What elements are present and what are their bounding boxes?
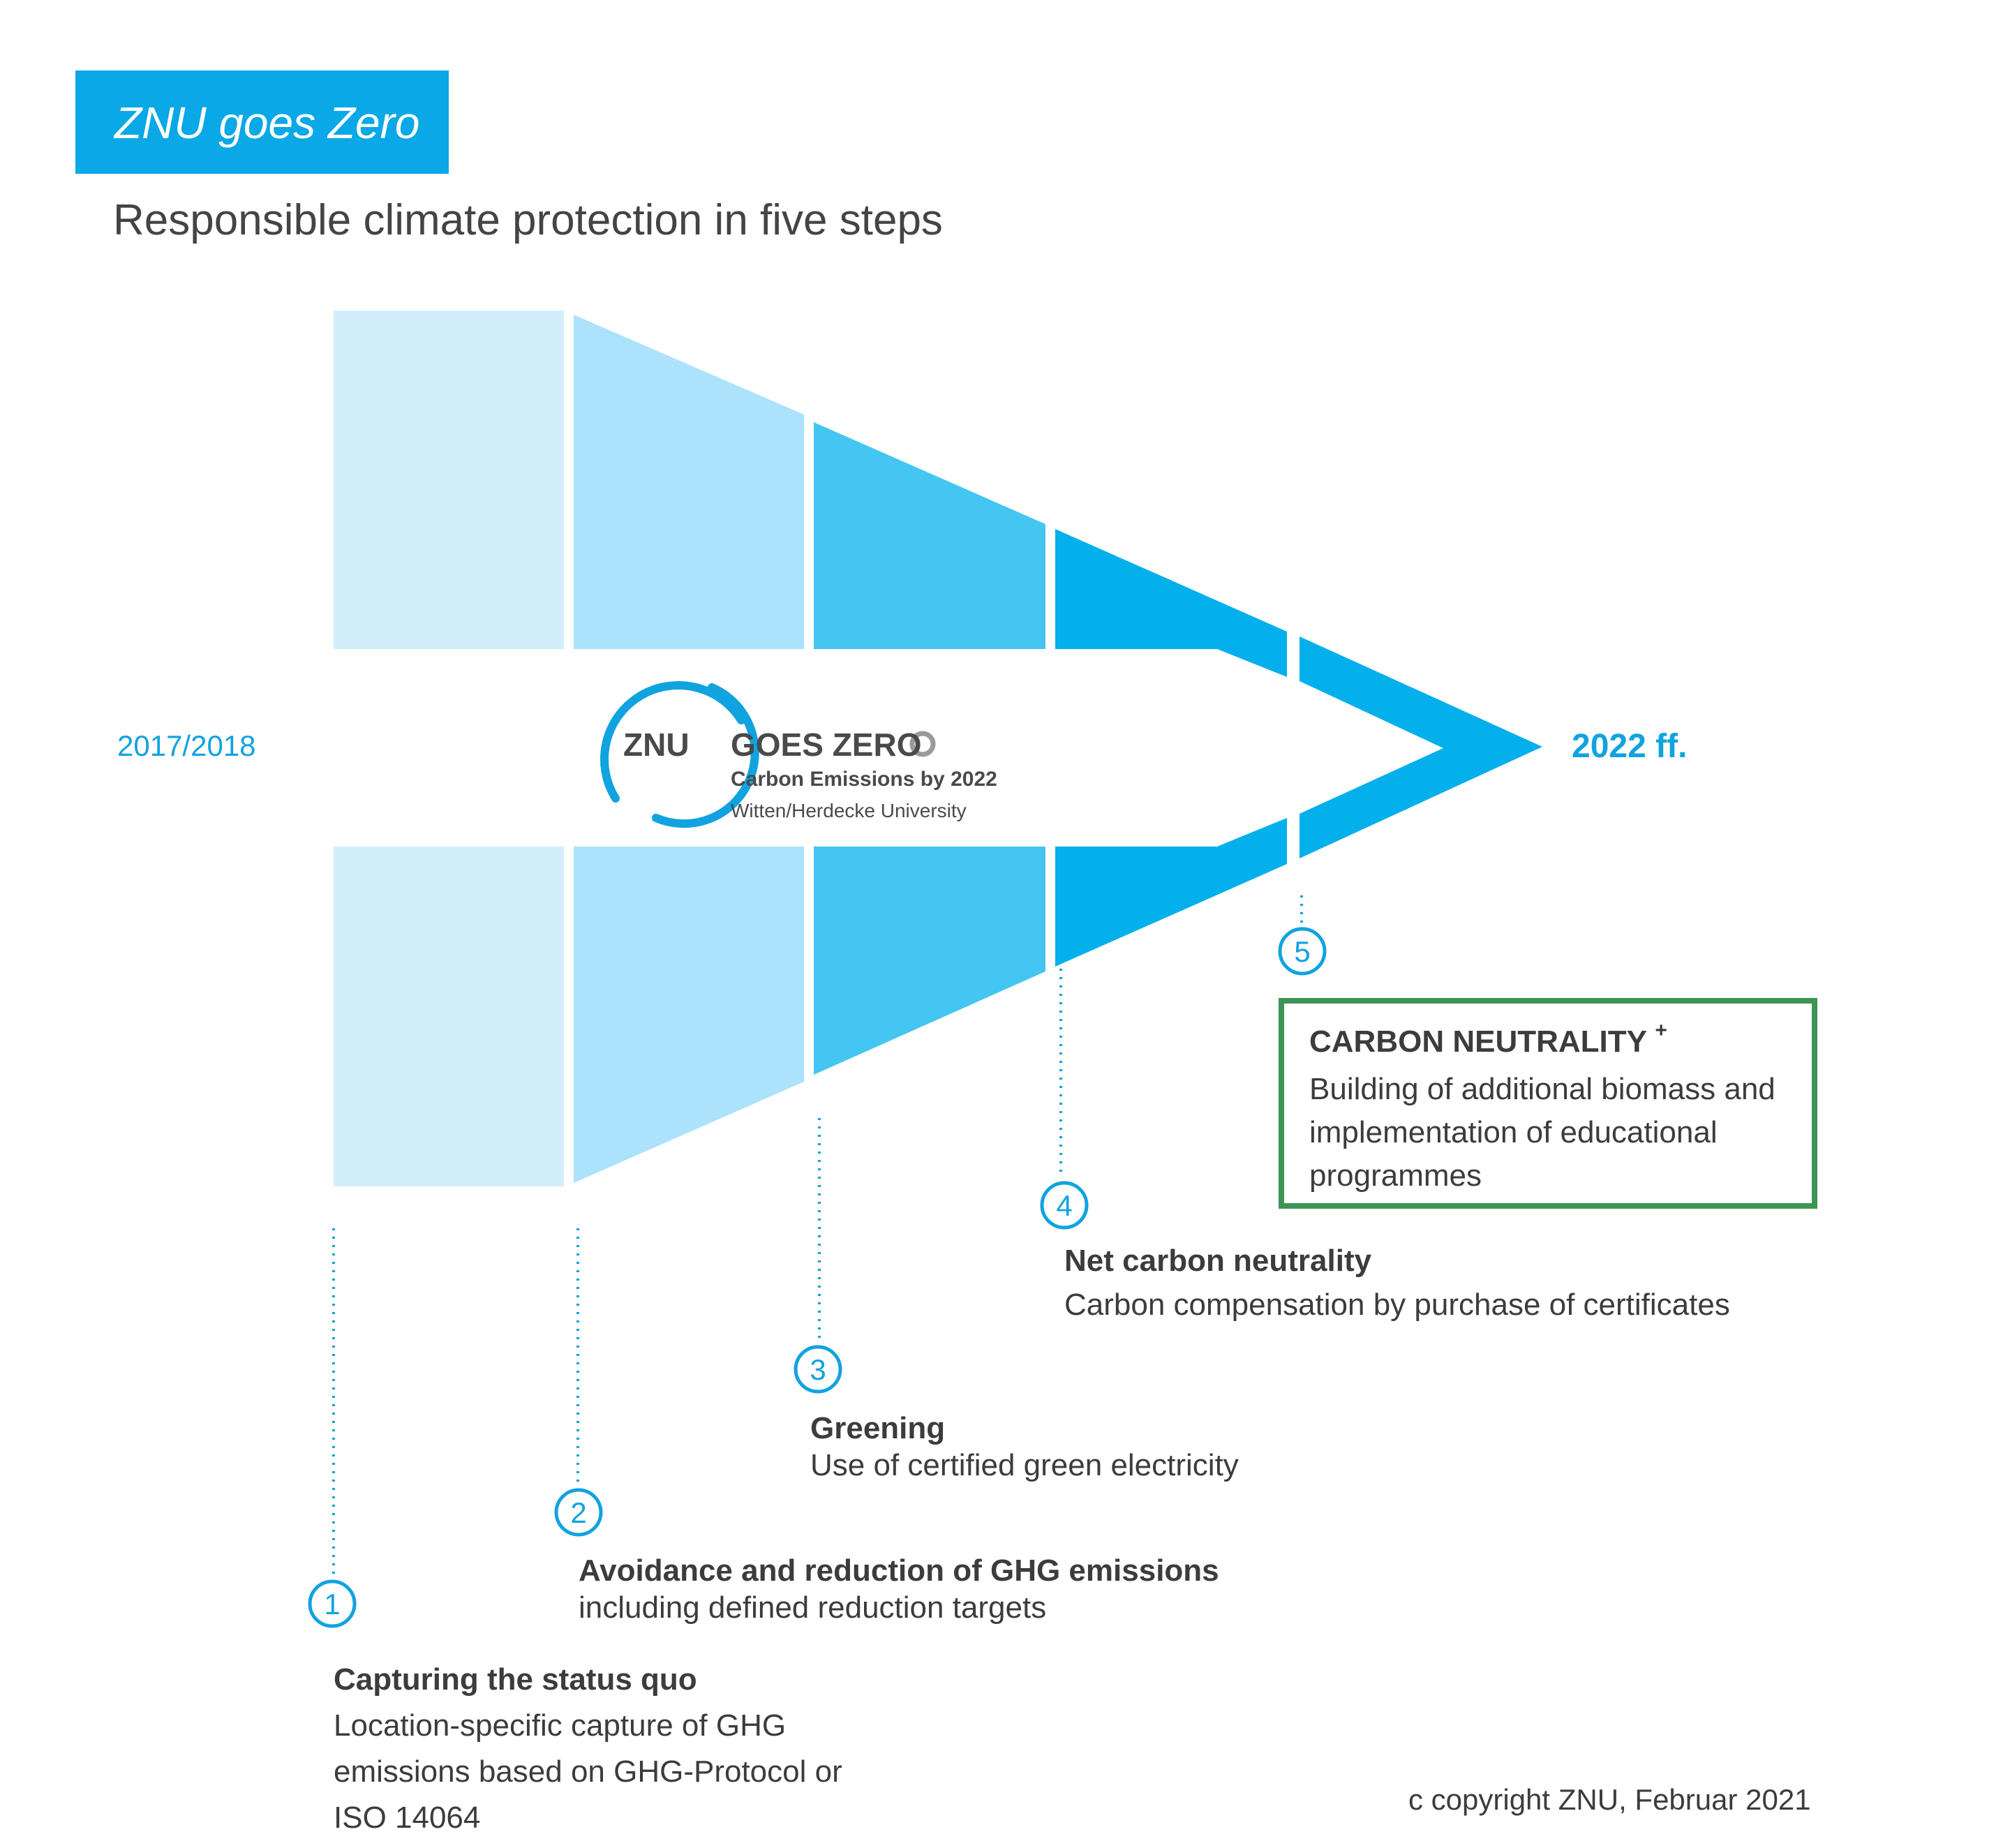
step3-upper-segment (814, 422, 1045, 649)
logo-institution: Witten/Herdecke University (731, 800, 967, 821)
logo-zero-ring-icon (909, 731, 936, 757)
step1-desc-line: emissions based on GHG-Protocol or (334, 1754, 842, 1789)
step4-text-block: Net carbon neutrality Carbon compensatio… (1064, 1244, 1730, 1325)
step1-upper-segment (334, 311, 564, 649)
step4-upper-segment (1055, 529, 1287, 677)
step3-desc: Use of certified green electricity (810, 1446, 1239, 1485)
step4-title: Net carbon neutrality (1064, 1244, 1372, 1278)
step1-desc-line: Location-specific capture of GHG (334, 1708, 787, 1743)
step-number-4-text: 4 (1056, 1189, 1072, 1222)
step2-upper-segment (574, 315, 804, 649)
znu-logo-swoosh (600, 681, 759, 828)
step3-text-block: Greening Use of certified green electric… (810, 1411, 1239, 1485)
step-number-2: 2 (554, 1488, 603, 1537)
step5-title-superscript: + (1655, 1019, 1667, 1042)
step1-title: Capturing the status quo (334, 1662, 697, 1697)
step2-lower-segment (574, 847, 804, 1183)
step4-desc: Carbon compensation by purchase of certi… (1064, 1286, 1730, 1325)
copyright-notice: c copyright ZNU, Februar 2021 (1408, 1783, 1811, 1816)
step4-desc-line: Carbon compensation by purchase of certi… (1064, 1288, 1730, 1322)
step3-lower-segment (814, 847, 1045, 1075)
step-number-1-text: 1 (324, 1588, 340, 1620)
step1-desc-line: ISO 14064 (334, 1801, 481, 1835)
step5-title: CARBON NEUTRALITY (1309, 1024, 1647, 1059)
step5-desc-line: programmes (1309, 1158, 1482, 1193)
step-number-3-text: 3 (810, 1353, 826, 1386)
logo-name-znu: ZNU (623, 726, 690, 763)
logo-name-goes-zero: GOES ZERO (731, 726, 922, 763)
step2-title: Avoidance and reduction of GHG emissions (579, 1553, 1219, 1588)
step5-chevron (1300, 636, 1542, 858)
timeline-end-label: 2022 ff. (1572, 728, 1688, 765)
timeline-start-label: 2017/2018 (117, 729, 256, 762)
step3-title: Greening (810, 1411, 946, 1445)
step-number-5-text: 5 (1294, 935, 1310, 968)
step5-desc-line: implementation of educational (1309, 1115, 1718, 1149)
step2-desc-line: including defined reduction targets (579, 1590, 1047, 1625)
step2-desc: including defined reduction targets (579, 1588, 1219, 1627)
title-banner: ZNU goes Zero (75, 70, 449, 174)
step4-lower-segment (1055, 818, 1287, 967)
step3-desc-line: Use of certified green electricity (810, 1448, 1239, 1482)
page-subtitle: Responsible climate protection in five s… (113, 196, 943, 244)
step1-text-block: Capturing the status quo Location-specif… (334, 1662, 842, 1841)
banner-title: ZNU goes Zero (114, 98, 420, 148)
step-number-3: 3 (794, 1345, 842, 1394)
step5-desc: Building of additional biomass and imple… (1309, 1068, 1775, 1198)
carbon-neutrality-box: CARBON NEUTRALITY + Building of addition… (1279, 998, 1817, 1209)
step5-title-row: CARBON NEUTRALITY + (1309, 1019, 1667, 1059)
step5-desc-line: Building of additional biomass and (1309, 1072, 1775, 1106)
step-number-4: 4 (1040, 1181, 1089, 1230)
step1-lower-segment (334, 847, 564, 1186)
step-number-1: 1 (308, 1579, 357, 1628)
step-number-2-text: 2 (570, 1496, 586, 1529)
logo-tagline: Carbon Emissions by 2022 (731, 768, 997, 791)
step-number-5: 5 (1278, 927, 1327, 976)
step2-text-block: Avoidance and reduction of GHG emissions… (579, 1553, 1219, 1627)
step1-desc: Location-specific capture of GHG emissio… (334, 1703, 842, 1841)
